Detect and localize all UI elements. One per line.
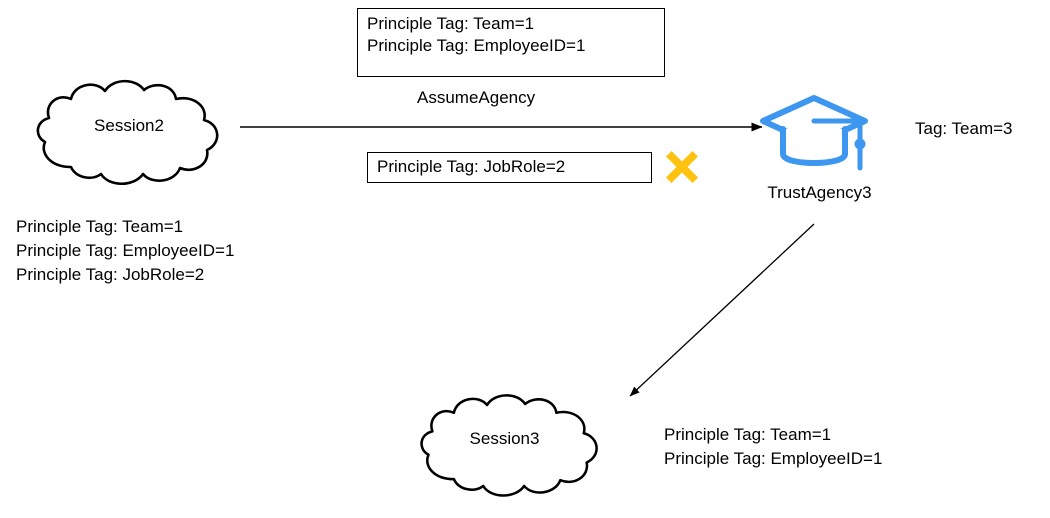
edge-trustagency3-to-session3: [629, 223, 815, 397]
trustagency3-tag-0: Tag: Team=3: [915, 119, 1013, 138]
session2-tag-list: Principle Tag: Team=1 Principle Tag: Emp…: [16, 215, 234, 287]
allowed-tags-box: Principle Tag: Team=1 Principle Tag: Emp…: [357, 8, 665, 77]
cross-icon: [665, 150, 699, 184]
node-session3-label: Session3: [469, 429, 540, 448]
allowed-tag-0: Principle Tag: Team=1: [367, 14, 535, 33]
denied-tag-0: Principle Tag: JobRole=2: [377, 157, 566, 176]
node-session2[interactable]: Session2: [24, 74, 234, 190]
session2-tag-0: Principle Tag: Team=1: [16, 217, 184, 236]
node-session2-label: Session2: [94, 116, 164, 135]
graduation-cap-icon: [760, 95, 868, 171]
denied-tags-box: Principle Tag: JobRole=2: [367, 152, 652, 183]
session3-tag-0: Principle Tag: Team=1: [664, 425, 832, 444]
cloud-icon: [36, 79, 219, 186]
session3-tag-1: Principle Tag: EmployeeID=1: [664, 449, 883, 469]
edge-label-assume-agency: AssumeAgency: [417, 88, 536, 107]
trustagency3-tag: Tag: Team=3: [915, 117, 1013, 141]
session2-tag-2: Principle Tag: JobRole=2: [16, 265, 205, 285]
cloud-icon: [420, 394, 598, 497]
node-trustagency3-label: TrustAgency3: [767, 183, 872, 202]
session2-tag-1: Principle Tag: EmployeeID=1: [16, 241, 235, 261]
node-trustagency3[interactable]: TrustAgency3: [757, 92, 882, 202]
node-session3[interactable]: Session3: [408, 384, 613, 506]
allowed-tag-1: Principle Tag: EmployeeID=1: [367, 36, 586, 56]
session3-tag-list: Principle Tag: Team=1 Principle Tag: Emp…: [664, 423, 882, 471]
